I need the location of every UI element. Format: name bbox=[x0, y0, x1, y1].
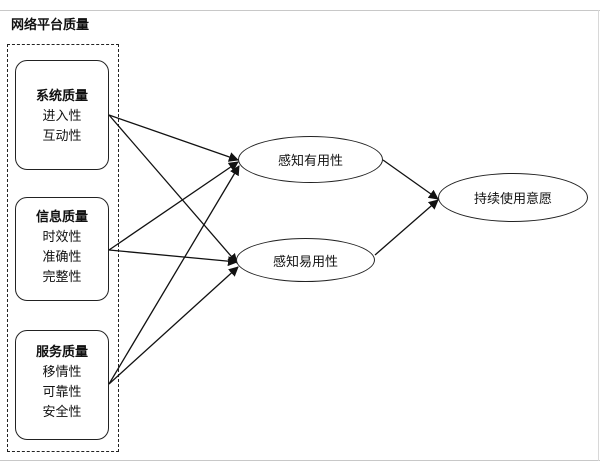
arrow-service-to-ease bbox=[108, 266, 239, 385]
frame-bottom-border bbox=[0, 460, 600, 461]
frame-right-border bbox=[598, 10, 599, 461]
arrow-usefulness-to-intention bbox=[382, 159, 439, 200]
system-quality-item: 进入性 bbox=[42, 109, 82, 124]
service-quality-item: 安全性 bbox=[42, 405, 82, 420]
information-quality-label: 信息质量 bbox=[35, 210, 88, 225]
system-quality-label: 系统质量 bbox=[35, 89, 88, 104]
service-quality-item: 可靠性 bbox=[42, 385, 82, 400]
information-quality-item: 准确性 bbox=[42, 250, 82, 265]
perceived-ease-of-use-node: 感知易用性 bbox=[236, 238, 375, 282]
arrow-system-to-ease bbox=[108, 114, 238, 264]
continuance-intention-node: 持续使用意愿 bbox=[438, 173, 588, 222]
perceived-usefulness-node: 感知有用性 bbox=[238, 136, 383, 183]
arrow-information-to-ease bbox=[108, 249, 238, 267]
diagram-title: 网络平台质量 bbox=[11, 18, 90, 33]
arrow-system-to-usefulness bbox=[108, 114, 239, 162]
arrow-service-to-usefulness bbox=[108, 165, 240, 385]
frame-top-border bbox=[0, 10, 600, 11]
arrow-ease-to-intention bbox=[374, 199, 439, 256]
system-quality-item: 互动性 bbox=[42, 129, 82, 144]
information-quality-item: 完整性 bbox=[42, 270, 82, 285]
service-quality-item: 移情性 bbox=[42, 365, 82, 380]
service-quality-box: 服务质量 移情性 可靠性 安全性 bbox=[15, 330, 109, 440]
service-quality-label: 服务质量 bbox=[35, 345, 88, 360]
platform-quality-group bbox=[7, 44, 119, 452]
arrow-information-to-usefulness bbox=[108, 161, 239, 251]
information-quality-item: 时效性 bbox=[42, 230, 82, 245]
information-quality-box: 信息质量 时效性 准确性 完整性 bbox=[15, 197, 109, 301]
system-quality-box: 系统质量 进入性 互动性 bbox=[15, 60, 109, 170]
